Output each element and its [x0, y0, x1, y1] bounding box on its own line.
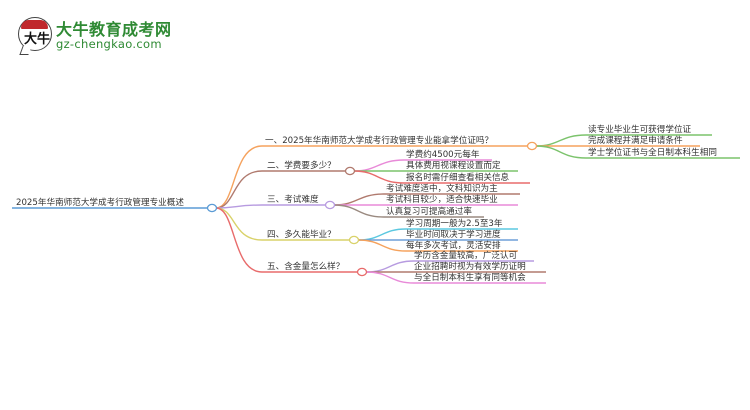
branch-5-child-2: 企业招聘时视为有效学历证明: [414, 262, 526, 272]
branch-3-child-1: 考试难度适中，文科知识为主: [386, 184, 498, 194]
branch-1-child-2: 完成课程并满足申请条件: [588, 136, 683, 146]
logo-url: gz-chengkao.com: [56, 37, 162, 51]
branch-5-child-1: 学历含金量较高，广泛认可: [414, 251, 518, 261]
branch-3-label: 三、考试难度: [267, 195, 319, 205]
branch-1-child-1: 读专业毕业生可获得学位证: [588, 125, 692, 135]
site-logo[interactable]: 大牛 大牛教育成考网 gz-chengkao.com: [14, 14, 194, 55]
branch-4-child-3: 每年多次考试，灵活安排: [406, 241, 501, 251]
branch-3-child-3: 认真复习可提高通过率: [386, 207, 472, 217]
branch-1-label: 一、2025年华南师范大学成考行政管理专业能拿学位证吗？: [265, 136, 494, 146]
branch-2-child-1: 学费约4500元每年: [406, 150, 480, 160]
branch-2-child-3: 报名时需仔细查看相关信息: [406, 173, 510, 183]
branch-2-child-2: 具体费用视课程设置而定: [406, 161, 501, 171]
branch-2-label: 二、学费要多少？: [267, 161, 336, 171]
branch-5-label: 五、含金量怎么样？: [267, 262, 345, 272]
logo-badge-icon: 大牛: [18, 17, 52, 55]
branch-4-child-2: 毕业时间取决于学习进度: [406, 230, 501, 240]
branch-1-child-3: 学士学位证书与全日制本科生相同: [588, 148, 717, 158]
branch-4-label: 四、多久能毕业？: [267, 230, 336, 240]
branch-4-child-1: 学习周期一般为2.5至3年: [406, 219, 503, 229]
branch-5-child-3: 与全日制本科生享有同等机会: [414, 273, 526, 283]
mindmap-root: 2025年华南师范大学成考行政管理专业概述: [16, 198, 184, 208]
logo-title: 大牛教育成考网: [56, 20, 172, 39]
branch-3-child-2: 考试科目较少，适合快速毕业: [386, 195, 498, 205]
